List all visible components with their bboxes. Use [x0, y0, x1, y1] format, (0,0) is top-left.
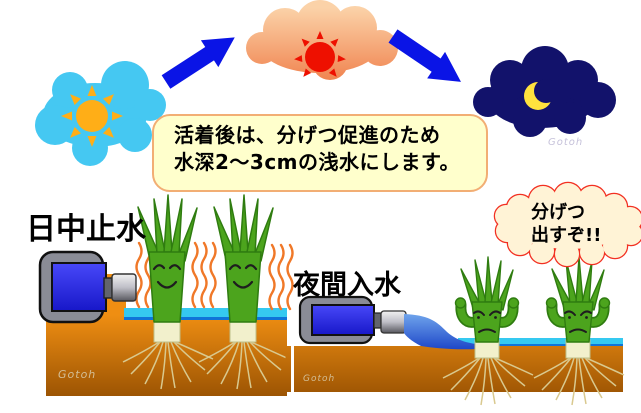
speech-bubble: [493, 181, 641, 268]
right-scene-label: 夜間入水: [293, 270, 401, 301]
info-box-line1: 活着後は、分げつ促進のため: [174, 123, 441, 147]
arrow-noon-to-night-icon: [388, 29, 461, 82]
sun-icon: [61, 85, 123, 147]
artist-signature-left-soil: Gotoh: [58, 368, 97, 381]
left-water-edge: [124, 317, 287, 322]
speech-bubble-line2: 出すぞ!!: [531, 225, 602, 246]
right-water-surface: [458, 338, 623, 346]
arrow-day-to-noon-icon: [161, 37, 235, 89]
artist-signature-right-soil: Gotoh: [303, 374, 336, 384]
water-stream-icon: [404, 314, 478, 350]
left-scene-label: 日中止水: [26, 212, 146, 247]
speech-bubble-text: 分げつ 出すぞ!!: [531, 201, 601, 247]
speech-bubble-line1: 分げつ: [531, 202, 585, 223]
info-box: 活着後は、分げつ促進のため 水深2〜3cmの浅水にします。: [152, 114, 488, 192]
red-sun-icon: [294, 31, 346, 77]
left-water-surface: [124, 308, 287, 318]
artist-signature-night: Gotoh: [548, 137, 584, 148]
night-cloud: [473, 46, 616, 137]
right-water-edge: [458, 344, 623, 347]
water-pump-right-icon: [298, 295, 407, 345]
day-cloud: [35, 61, 166, 166]
crescent-moon-icon: [524, 79, 558, 110]
water-pump-left-icon: [38, 250, 137, 324]
info-box-line2: 水深2〜3cmの浅水にします。: [174, 150, 461, 174]
right-field: [285, 338, 623, 392]
